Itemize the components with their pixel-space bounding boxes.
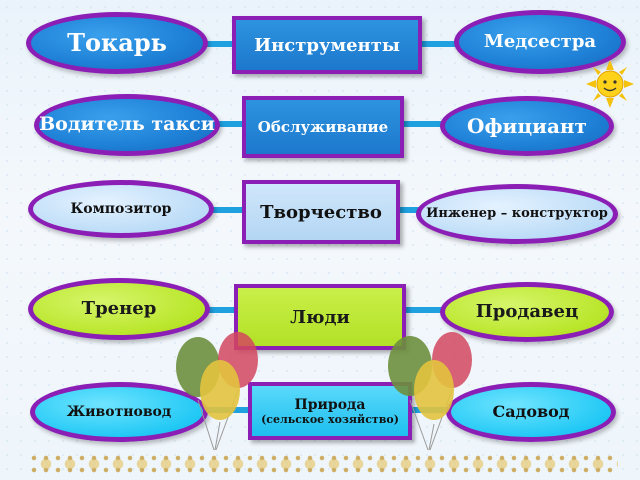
node-waiter: Официант	[440, 96, 614, 156]
decorative-border	[28, 452, 618, 476]
category-tools: Инструменты	[232, 16, 422, 74]
category-nature-title: Природа	[294, 396, 366, 413]
category-creativity: Творчество	[242, 180, 400, 244]
node-seller: Продавец	[440, 282, 614, 342]
category-nature: Природа (сельское хозяйство)	[248, 382, 412, 440]
node-taxi-driver: Водитель такси	[34, 94, 220, 156]
node-composer: Композитор	[28, 180, 214, 238]
balloons-left-icon	[176, 332, 258, 451]
node-gardener: Садовод	[446, 382, 616, 442]
node-livestock-breeder: Животновод	[30, 382, 208, 442]
category-nature-subtitle: (сельское хозяйство)	[261, 412, 399, 426]
node-design-engineer: Инженер – конструктор	[416, 184, 618, 244]
category-service: Обслуживание	[242, 96, 404, 158]
node-coach: Тренер	[28, 278, 210, 340]
category-people: Люди	[234, 284, 406, 350]
node-nurse: Медсестра	[454, 10, 626, 74]
balloons-right-icon	[388, 332, 472, 451]
node-turner: Токарь	[26, 12, 208, 74]
sun-icon	[586, 60, 634, 108]
